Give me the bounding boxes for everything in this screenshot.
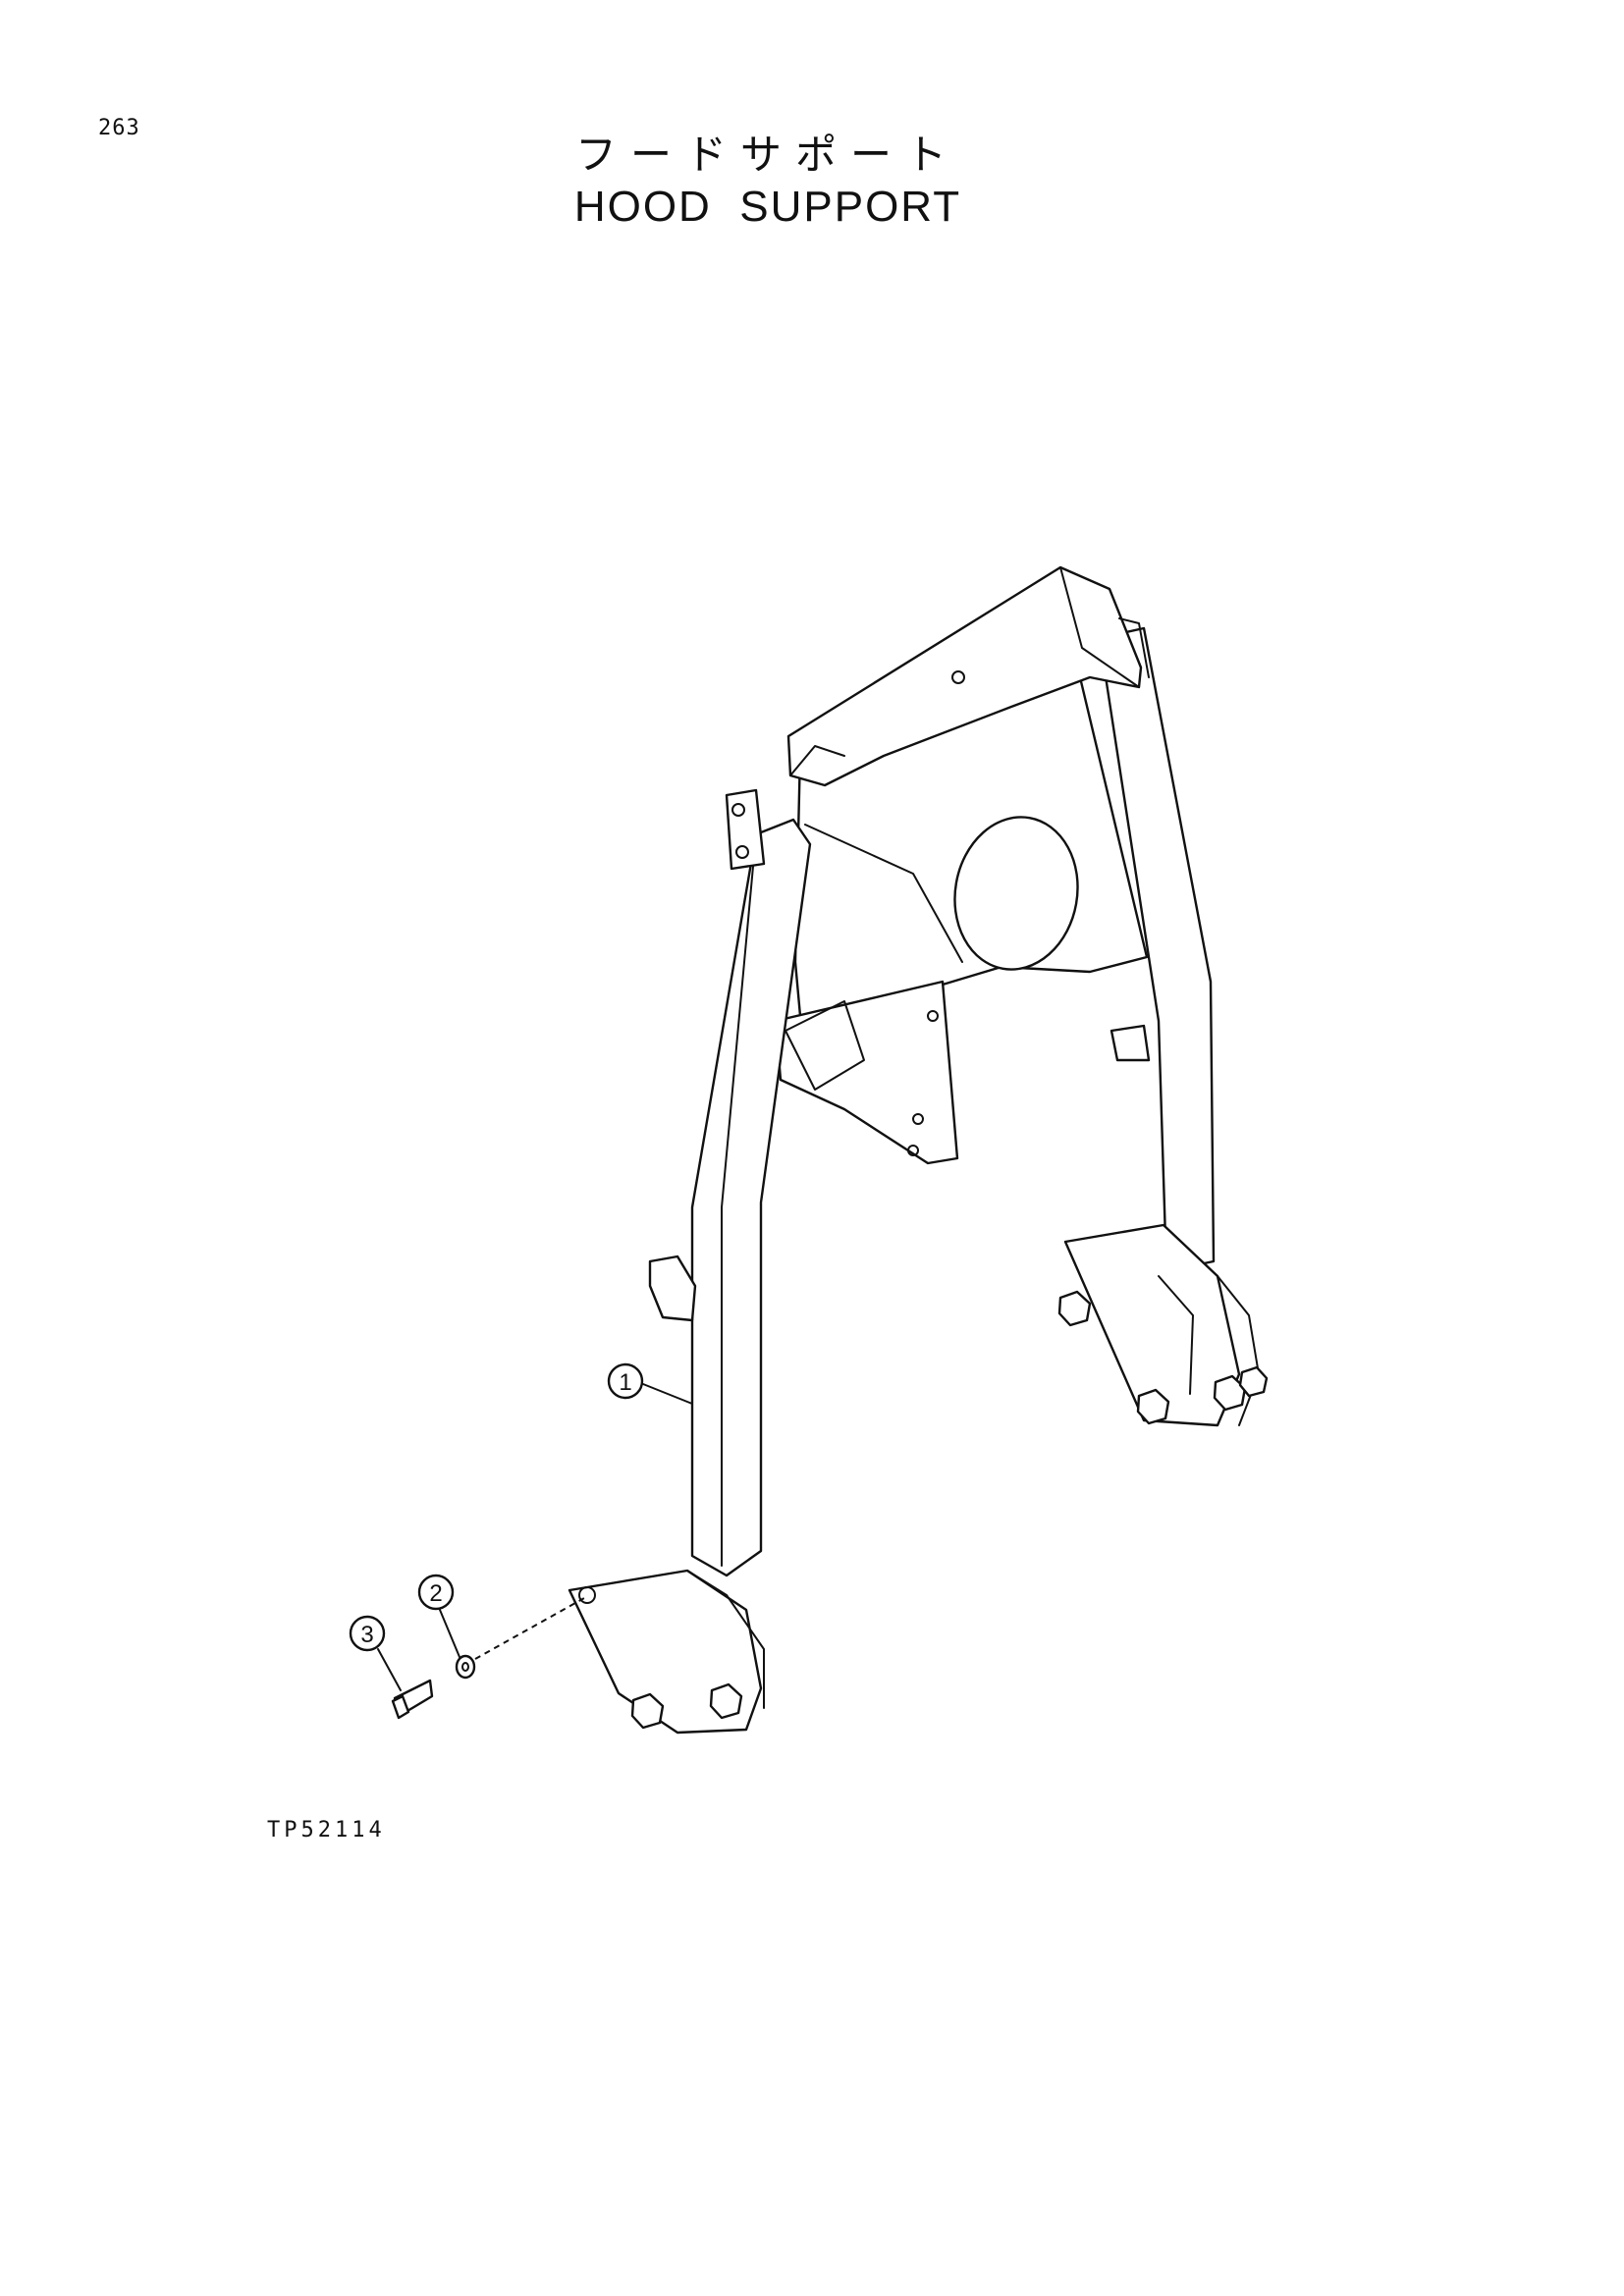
drawing-code: TP52114 [267, 1818, 386, 1842]
callout-3: 3 [349, 1615, 386, 1652]
left-leg [690, 818, 812, 1577]
leader-line-1 [642, 1383, 693, 1405]
leader-line-3 [377, 1648, 402, 1691]
bracket-hole [578, 1586, 596, 1604]
washer [455, 1654, 476, 1680]
assembly-line [474, 1597, 585, 1660]
title-japanese: フードサポート [574, 131, 960, 179]
left-leg-tab [725, 788, 766, 871]
title-block: フードサポート HOOD SUPPORT [0, 130, 1536, 234]
svg-text:1: 1 [619, 1369, 631, 1396]
leader-line-2 [439, 1609, 460, 1658]
right-leg-bracket [1063, 1223, 1241, 1427]
svg-text:2: 2 [429, 1580, 442, 1607]
page-number: 263 [98, 116, 140, 140]
title-english: HOOD SUPPORT [573, 183, 962, 231]
center-hole [953, 816, 1079, 971]
lower-gusset [774, 980, 959, 1165]
nut [630, 1290, 1269, 1730]
callout-1: 1 [607, 1362, 644, 1400]
svg-text:3: 3 [360, 1622, 373, 1648]
bolt [391, 1679, 434, 1720]
hood-support-frame [568, 565, 1269, 1735]
callout-2: 2 [417, 1574, 455, 1611]
side-tab [648, 1255, 697, 1322]
right-leg [1098, 626, 1216, 1273]
